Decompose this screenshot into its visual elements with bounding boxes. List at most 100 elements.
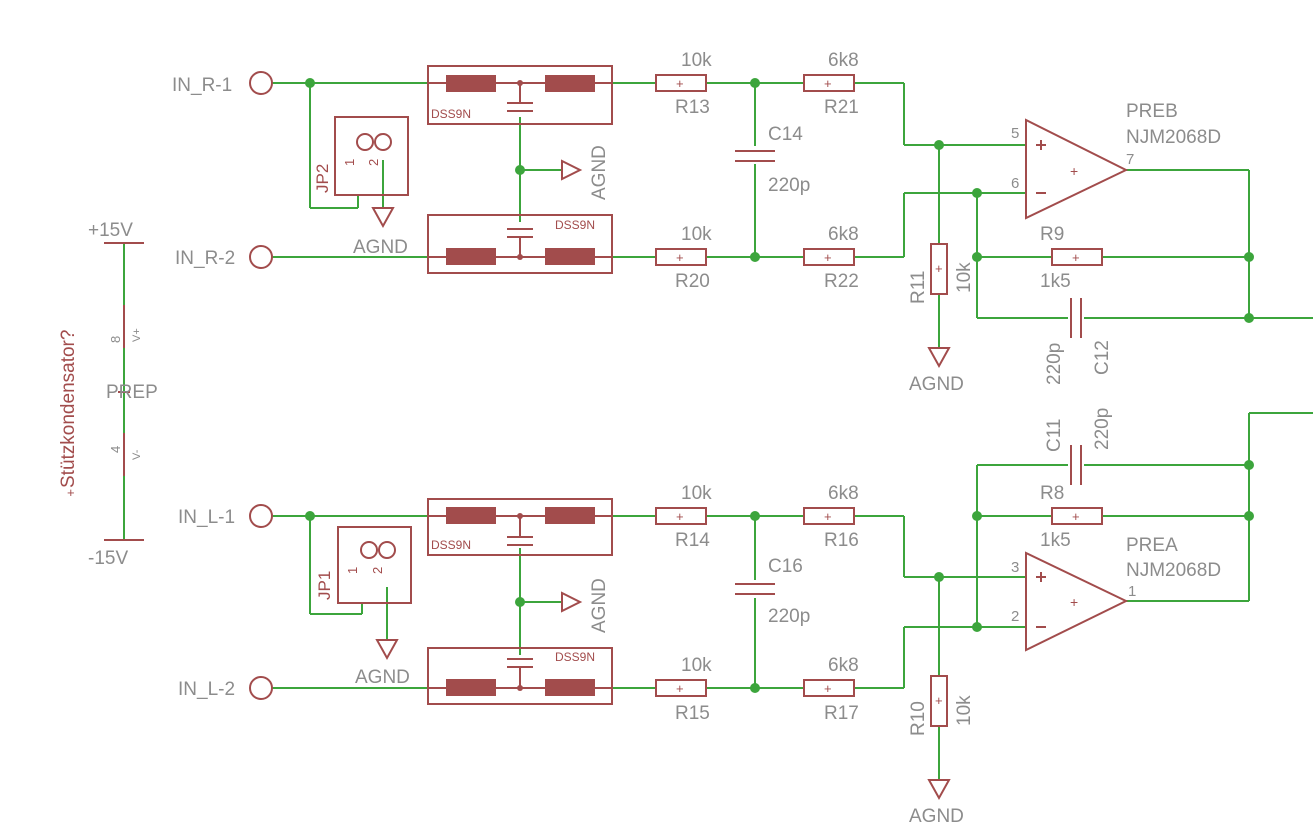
capacitor-c16-name: C16: [768, 556, 803, 577]
resistor-r22-name: R22: [824, 271, 859, 292]
junctions: [305, 78, 1254, 693]
resistor-r13-name: R13: [675, 97, 710, 118]
opamp-prea-pin-minus: 2: [1011, 608, 1019, 625]
capacitor-c16: C16 220p: [735, 556, 810, 627]
resistor-r8-value: 1k5: [1040, 530, 1071, 551]
filter-dss9n-top-1: DSS9N: [427, 65, 613, 125]
agnd-filter-top-label: AGND: [589, 145, 610, 200]
input-l2: IN_L-2: [178, 676, 273, 700]
svg-text:+: +: [1070, 594, 1078, 610]
capacitor-c11-name: C11: [1044, 419, 1065, 452]
connector-icon: [249, 676, 273, 700]
resistor-r21-value: 6k8: [828, 50, 859, 71]
jumper-jp1-label: JP1: [315, 571, 334, 600]
svg-text:+: +: [935, 261, 943, 276]
wires-bottom: [272, 412, 1313, 780]
svg-text:+: +: [935, 693, 943, 708]
jumper-jp1: JP1 1 2: [315, 526, 412, 604]
svg-text:+: +: [824, 681, 832, 696]
power-note: Stützkondensator?: [58, 330, 79, 488]
resistor-r11: + R11 10k: [908, 243, 975, 304]
agnd-r10-label: AGND: [909, 806, 964, 827]
ground-icon: [561, 591, 583, 613]
resistor-r17-name: R17: [824, 703, 859, 724]
agnd-jp2-label: AGND: [353, 237, 408, 258]
capacitor-c12-value: 220p: [1044, 343, 1065, 385]
resistor-r11-value: 10k: [954, 262, 975, 293]
power-name: PREP: [106, 382, 158, 403]
input-r2-label: IN_R-2: [175, 248, 235, 269]
opamp-preb-pin-minus: 6: [1011, 175, 1019, 192]
svg-text:+: +: [1072, 509, 1080, 524]
power-note-plus: +: [67, 485, 75, 500]
power-minus-label: -15V: [88, 548, 128, 569]
input-r2: IN_R-2: [175, 245, 273, 269]
agnd-jp1-label: AGND: [355, 667, 410, 688]
jumper-jp2-pin1: 1: [342, 159, 357, 166]
capacitor-c14-value: 220p: [768, 175, 810, 196]
svg-text:+: +: [824, 509, 832, 524]
resistor-r15-value: 10k: [681, 655, 712, 676]
opamp-prea-name: PREA: [1126, 535, 1178, 556]
capacitor-c14: C14 220p: [735, 124, 810, 196]
jumper-jp2-pin2: 2: [366, 159, 381, 166]
power-vminus: V-: [131, 449, 143, 460]
resistor-r14-value: 10k: [681, 483, 712, 504]
ground-icon: [375, 639, 399, 661]
input-l1: IN_L-1: [178, 504, 273, 528]
connector-icon: [249, 504, 273, 528]
agnd-r11: AGND: [909, 347, 964, 395]
resistor-r20-value: 10k: [681, 224, 712, 245]
resistor-r9: + R9 1k5: [1040, 224, 1103, 292]
resistor-r13: + 10k R13: [655, 50, 712, 118]
filter-dss9n-bottom-1: DSS9N: [427, 498, 613, 556]
resistor-r21-name: R21: [824, 97, 859, 118]
opamp-preb-pin-out: 7: [1126, 151, 1134, 168]
resistor-r13-value: 10k: [681, 50, 712, 71]
filter-bottom-2-label: DSS9N: [555, 650, 595, 664]
svg-text:+: +: [676, 509, 684, 524]
svg-text:+: +: [676, 76, 684, 91]
capacitor-c16-value: 220p: [768, 606, 810, 627]
resistor-r9-name: R9: [1040, 224, 1064, 245]
resistor-r10-value: 10k: [954, 695, 975, 726]
filter-top-1-label: DSS9N: [431, 107, 471, 121]
opamp-preb: + 5 6 7 PREB NJM2068D: [1011, 101, 1221, 220]
agnd-jp1: AGND: [355, 639, 410, 688]
filter-top-2-label: DSS9N: [555, 218, 595, 232]
resistor-r15: + 10k R15: [655, 655, 712, 724]
jumper-jp1-pin1: 1: [345, 567, 360, 574]
agnd-filter-top: AGND: [561, 145, 610, 200]
power-supply: +15V -15V PREP 8 V+ 4 V- Stützkondensato…: [58, 220, 158, 569]
filter-dss9n-top-2: DSS9N: [427, 214, 613, 274]
resistor-r8: + R8 1k5: [1040, 483, 1103, 551]
input-l2-label: IN_L-2: [178, 679, 235, 700]
agnd-r11-label: AGND: [909, 374, 964, 395]
resistor-r20-name: R20: [675, 271, 710, 292]
svg-text:+: +: [1070, 163, 1078, 179]
resistor-r15-name: R15: [675, 703, 710, 724]
opamp-prea: + 3 2 1 PREA NJM2068D: [1011, 535, 1221, 652]
opamp-prea-part: NJM2068D: [1126, 560, 1221, 581]
ground-icon: [927, 779, 951, 801]
resistor-r16-name: R16: [824, 530, 859, 551]
resistor-r17: + 6k8 R17: [803, 655, 859, 724]
power-pin-vminus: 4: [108, 446, 123, 453]
input-r1: IN_R-1: [172, 71, 273, 96]
ground-icon: [371, 207, 395, 229]
resistor-r8-name: R8: [1040, 483, 1064, 504]
connector-icon: [249, 245, 273, 269]
resistor-r10: + R10 10k: [908, 675, 975, 736]
agnd-r10: AGND: [909, 779, 964, 827]
svg-text:+: +: [676, 681, 684, 696]
resistor-r22-value: 6k8: [828, 224, 859, 245]
input-r1-label: IN_R-1: [172, 75, 232, 96]
resistor-r20: + 10k R20: [655, 224, 712, 292]
opamp-preb-pin-plus: 5: [1011, 125, 1019, 142]
agnd-filter-bottom-label: AGND: [589, 578, 610, 633]
resistor-r17-value: 6k8: [828, 655, 859, 676]
filter-bottom-1-label: DSS9N: [431, 538, 471, 552]
capacitor-c11-value: 220p: [1092, 408, 1113, 450]
power-pin-vplus: 8: [108, 336, 123, 343]
